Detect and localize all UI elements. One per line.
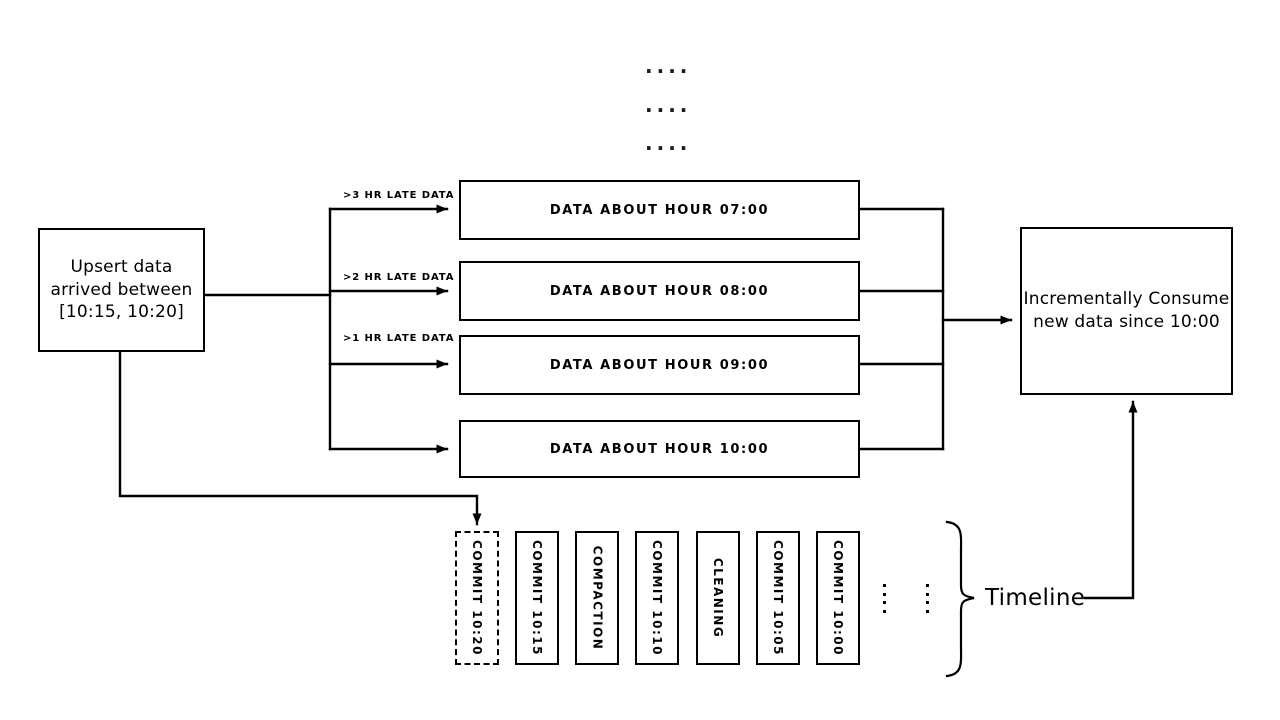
edge-label-late-1hr: >1 HR LATE DATA: [343, 333, 455, 344]
top-ellipsis-row-2: ....: [645, 93, 692, 117]
hour-partition-label-08: DATA ABOUT HOUR 08:00: [549, 283, 770, 299]
hour-partition-label-10: DATA ABOUT HOUR 10:00: [549, 441, 770, 457]
timeline-cleaning[interactable]: CLEANING: [696, 531, 740, 665]
timeline-commit-1020[interactable]: COMMIT 10:20: [455, 531, 499, 665]
hour-partition-label-09: DATA ABOUT HOUR 09:00: [549, 357, 770, 373]
hour-partition-box-10[interactable]: DATA ABOUT HOUR 10:00: [459, 420, 860, 478]
timeline-commit-1020-label: COMMIT 10:20: [470, 540, 485, 656]
upsert-source-line-3: [10:15, 10:20]: [59, 302, 184, 323]
top-ellipsis-row-1: ....: [645, 54, 692, 78]
timeline-commit-1015-label: COMMIT 10:15: [530, 540, 545, 656]
timeline-commit-1000[interactable]: COMMIT 10:00: [816, 531, 860, 665]
incremental-consume-line-1: Incrementally Consume: [1023, 289, 1230, 310]
incremental-consume-box[interactable]: Incrementally Consume new data since 10:…: [1020, 227, 1233, 395]
timeline-compaction[interactable]: COMPACTION: [575, 531, 619, 665]
timeline-compaction-label: COMPACTION: [590, 545, 605, 651]
timeline-commit-1015[interactable]: COMMIT 10:15: [515, 531, 559, 665]
upsert-source-line-2: arrived between: [50, 279, 193, 300]
edge-label-late-2hr: >2 HR LATE DATA: [343, 272, 455, 283]
timeline-bracket-label: Timeline: [985, 585, 1086, 611]
timeline-cleaning-label: CLEANING: [711, 557, 725, 639]
timeline-commit-1000-label: COMMIT 10:00: [831, 540, 846, 656]
upsert-source-box[interactable]: Upsert data arrived between [10:15, 10:2…: [38, 228, 205, 352]
upsert-source-line-1: Upsert data: [70, 257, 173, 278]
hour-partition-box-08[interactable]: DATA ABOUT HOUR 08:00: [459, 261, 860, 321]
timeline-ellipsis-column-2: [925, 584, 929, 613]
timeline-commit-1005-label: COMMIT 10:05: [771, 540, 786, 656]
hour-partition-label-07: DATA ABOUT HOUR 07:00: [549, 202, 770, 218]
timeline-commit-1005[interactable]: COMMIT 10:05: [756, 531, 800, 665]
hour-partition-box-07[interactable]: DATA ABOUT HOUR 07:00: [459, 180, 860, 240]
timeline-commit-1010-label: COMMIT 10:10: [650, 540, 665, 656]
timeline-commit-1010[interactable]: COMMIT 10:10: [635, 531, 679, 665]
top-ellipsis-row-3: ....: [645, 131, 692, 155]
edge-label-late-3hr: >3 HR LATE DATA: [343, 190, 455, 201]
incremental-consume-line-2: new data since 10:00: [1033, 312, 1220, 332]
timeline-ellipsis-column-1: [882, 584, 886, 613]
hour-partition-box-09[interactable]: DATA ABOUT HOUR 09:00: [459, 335, 860, 395]
